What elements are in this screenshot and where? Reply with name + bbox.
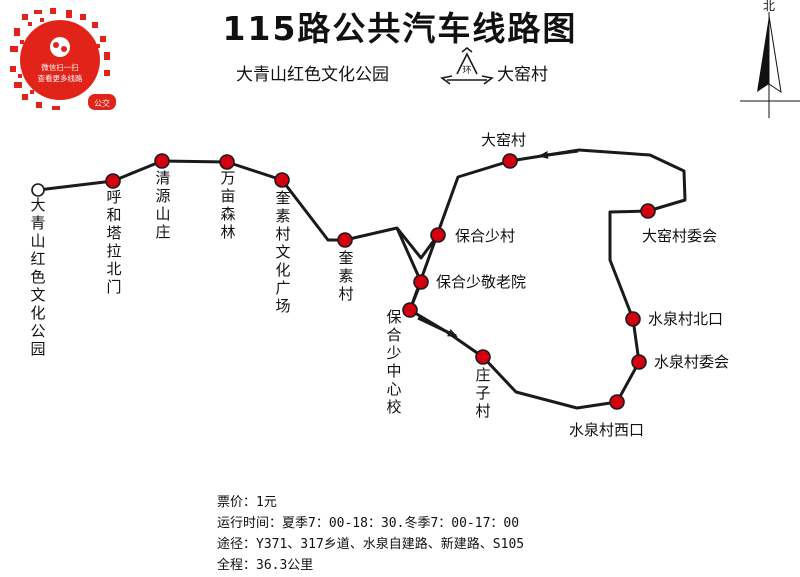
stop-marker[interactable] bbox=[430, 227, 446, 243]
loop-label: 环 bbox=[462, 65, 471, 76]
stop-marker[interactable] bbox=[625, 311, 641, 327]
stop-marker[interactable] bbox=[413, 274, 429, 290]
route-logo-icon bbox=[50, 37, 70, 57]
stop-label: 呼和塔拉北门 bbox=[106, 188, 121, 296]
stop-label: 水泉村西口 bbox=[569, 421, 644, 439]
stop-label: 大窑村委会 bbox=[642, 227, 717, 245]
stop-marker[interactable] bbox=[105, 173, 121, 189]
wechat-qr-badge[interactable]: 微信扫一扫 查看更多线路 公交 bbox=[6, 6, 116, 114]
stop-label: 保合少敬老院 bbox=[436, 273, 526, 291]
stop-label: 水泉村委会 bbox=[654, 353, 729, 371]
subtitle-destination: 大窑村 bbox=[497, 65, 548, 85]
qr-line1: 微信扫一扫 bbox=[41, 62, 79, 72]
stop-label: 水泉村北口 bbox=[648, 310, 723, 328]
stop-label: 清源山庄 bbox=[155, 169, 170, 241]
stop-marker[interactable] bbox=[402, 302, 418, 318]
stop-label: 奎素村 bbox=[338, 249, 353, 303]
stop-marker[interactable] bbox=[337, 232, 353, 248]
stop-marker[interactable] bbox=[154, 153, 170, 169]
stop-markers bbox=[31, 153, 656, 410]
stop-label: 大窑村 bbox=[481, 131, 526, 149]
via-text: 途径：Y371、317乡道、水泉自建路、新建路、S105 bbox=[217, 537, 525, 552]
stop-marker[interactable] bbox=[502, 153, 518, 169]
stop-marker[interactable] bbox=[475, 349, 491, 365]
qr-tag: 公交 bbox=[94, 98, 110, 108]
stop-marker[interactable] bbox=[219, 154, 235, 170]
fare-text: 票价：1元 bbox=[217, 495, 277, 510]
page-title: 115路公共汽车线路图 bbox=[222, 9, 578, 48]
stop-label: 大青山红色文化公园 bbox=[30, 196, 45, 358]
direction-arrow-bottom bbox=[417, 316, 458, 338]
stop-marker[interactable] bbox=[640, 203, 656, 219]
loop-icon bbox=[440, 46, 494, 85]
stop-label: 奎素村文化广场 bbox=[275, 189, 290, 315]
length-text: 全程：36.3公里 bbox=[217, 558, 314, 573]
north-arrow-icon bbox=[740, 12, 800, 118]
qr-line2: 查看更多线路 bbox=[38, 73, 83, 83]
hours-text: 运行时间：夏季7：00-18：30.冬季7：00-17：00 bbox=[217, 516, 520, 531]
subtitle-origin: 大青山红色文化公园 bbox=[236, 65, 389, 85]
stop-marker[interactable] bbox=[631, 354, 647, 370]
stop-label: 保合少中心校 bbox=[386, 308, 401, 416]
north-label: 北 bbox=[763, 0, 775, 13]
direction-arrow-top bbox=[538, 149, 579, 159]
stop-label: 庄子村 bbox=[475, 366, 490, 420]
stop-label: 万亩森林 bbox=[220, 169, 235, 241]
stop-marker[interactable] bbox=[609, 394, 625, 410]
stop-terminal-marker[interactable] bbox=[31, 183, 45, 197]
stop-marker[interactable] bbox=[274, 172, 290, 188]
route-line bbox=[37, 148, 687, 410]
stop-label: 保合少村 bbox=[455, 227, 515, 245]
route-info: 票价：1元 运行时间：夏季7：00-18：30.冬季7：00-17：00 途径：… bbox=[217, 492, 524, 576]
